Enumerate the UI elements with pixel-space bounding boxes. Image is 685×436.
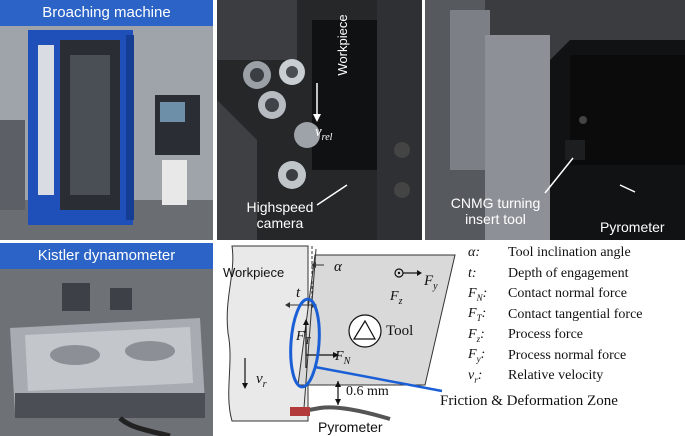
legend-symbol: t:	[468, 265, 477, 281]
tool-setup-illustration	[425, 0, 685, 240]
photo-workpiece-label: Workpiece	[335, 14, 350, 76]
camera-setup-illustration	[217, 0, 422, 240]
fz-label: Fz	[390, 289, 402, 307]
broaching-machine-photo: Broaching machine	[0, 0, 213, 240]
diagram-pyrometer-label: Pyrometer	[318, 419, 383, 435]
fy-label: Fy	[424, 273, 438, 292]
legend-description: Contact normal force	[508, 286, 627, 302]
legend-row: Fy: Process normal force	[468, 346, 683, 367]
legend-description: Process force	[508, 327, 584, 343]
legend-symbol: Fy:	[468, 347, 486, 365]
tool-pyrometer-photo: CNMG turning insert tool Pyrometer	[425, 0, 685, 240]
legend-row: t: Depth of engagement	[468, 264, 683, 285]
vr-label: vr	[256, 371, 267, 390]
camera-label-line2: camera	[256, 215, 304, 231]
ft-sub: T	[304, 335, 311, 347]
legend-description: Relative velocity	[508, 368, 604, 384]
dynamometer-illustration	[0, 269, 213, 436]
fy-sub: y	[433, 281, 438, 292]
force-schematic: Workpiece α t Fy Fz Tool FT FN vr 0.6 mm…	[220, 243, 465, 436]
cnmg-tool-label: CNMG turning insert tool	[433, 195, 558, 227]
vrel-main: v	[315, 124, 322, 140]
legend-row: FN: Contact normal force	[468, 284, 683, 305]
legend-description: Process normal force	[508, 347, 627, 363]
camera-label-line1: Highspeed	[246, 199, 314, 215]
kistler-dynamometer-caption: Kistler dynamometer	[0, 243, 213, 269]
vr-sub: r	[262, 379, 267, 390]
vr-main: v	[256, 371, 263, 387]
legend-symbol: Fz:	[468, 326, 485, 344]
fn-label: FN	[335, 349, 350, 367]
legend-row: vr: Relative velocity	[468, 366, 683, 387]
broaching-machine-caption: Broaching machine	[0, 0, 213, 26]
tool-label-line2: insert tool	[465, 211, 526, 227]
legend-description: Tool inclination angle	[508, 245, 631, 261]
legend-symbol: vr:	[468, 367, 483, 385]
tool-label: Tool	[386, 323, 414, 339]
fz-main: F	[390, 289, 399, 304]
friction-zone-label: Friction & Deformation Zone	[440, 393, 618, 409]
diagram-workpiece-label: Workpiece	[223, 265, 285, 280]
legend-symbol: FT:	[468, 306, 487, 324]
alpha-label: α	[334, 259, 342, 275]
ft-main: F	[296, 329, 305, 344]
photo-pyrometer-label: Pyrometer	[600, 219, 665, 235]
fy-main: F	[424, 273, 434, 289]
tool-label-line1: CNMG turning	[450, 195, 541, 211]
photo-vrel-label: vrel	[315, 124, 332, 146]
broaching-machine-illustration	[0, 26, 213, 240]
legend-description: Depth of engagement	[508, 265, 629, 281]
schematic-drawing	[226, 245, 456, 422]
gap-label: 0.6 mm	[346, 384, 389, 399]
vrel-sub: rel	[321, 132, 333, 143]
legend-symbol: FN:	[468, 285, 488, 303]
highspeed-camera-label: Highspeed camera	[225, 199, 335, 231]
legend-symbol: α:	[468, 245, 481, 261]
legend-row: α: Tool inclination angle	[468, 243, 683, 264]
kistler-dynamometer-photo: Kistler dynamometer	[0, 243, 213, 436]
fz-sub: z	[398, 295, 403, 307]
camera-workpiece-photo: Workpiece vrel Highspeed camera	[217, 0, 422, 240]
legend-row: Fz: Process force	[468, 325, 683, 346]
fn-main: F	[335, 349, 344, 364]
legend-row: FT: Contact tangential force	[468, 305, 683, 326]
legend-description: Contact tangential force	[508, 306, 643, 322]
symbol-legend: α: Tool inclination angle t: Depth of engag…	[468, 243, 683, 387]
fn-sub: N	[343, 355, 351, 367]
t-label: t	[296, 285, 301, 301]
ft-label: FT	[296, 329, 310, 347]
